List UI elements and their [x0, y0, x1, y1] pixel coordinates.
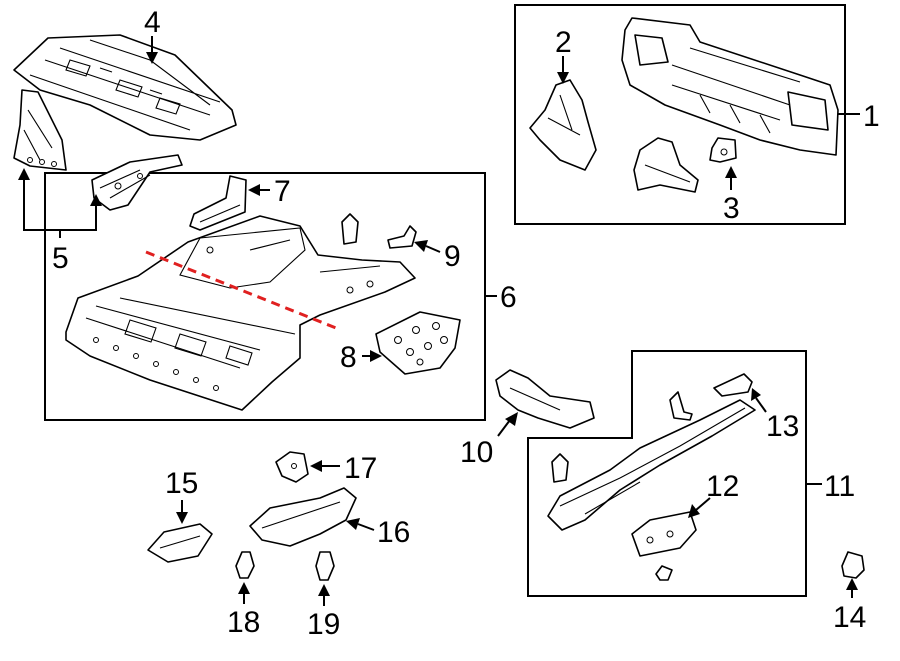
callout-5: 5 — [52, 242, 69, 275]
rear-rail-extension — [495, 369, 595, 429]
group-box-11 — [527, 350, 807, 597]
corner-bracket — [841, 551, 865, 579]
rear-floor-pan — [65, 215, 416, 411]
callout-16: 16 — [377, 516, 410, 549]
callout-18: 18 — [227, 606, 260, 639]
cut-line — [145, 250, 337, 330]
callout-8: 8 — [340, 341, 357, 374]
floor-crossmember-plate — [375, 311, 461, 375]
callout-12: 12 — [706, 470, 739, 503]
floor-brace-left — [147, 523, 213, 563]
rear-frame-rail — [547, 373, 756, 581]
callout-1: 1 — [863, 100, 880, 133]
panel-brace — [633, 137, 699, 193]
callout-19: 19 — [307, 608, 340, 641]
callout-6: 6 — [500, 281, 517, 314]
callout-3: 3 — [723, 192, 740, 225]
leader-lines — [18, 36, 860, 606]
floor-brace-right — [249, 487, 357, 547]
bolt-right — [315, 551, 335, 581]
callout-10: 10 — [460, 436, 493, 469]
callout-15: 15 — [165, 467, 198, 500]
callout-17: 17 — [344, 452, 377, 485]
callout-4: 4 — [144, 6, 161, 39]
panel-reinforcement — [529, 79, 597, 171]
callout-7: 7 — [274, 175, 291, 208]
callout-13: 13 — [766, 410, 799, 443]
callout-11: 11 — [824, 470, 855, 503]
floor-bracket-small — [341, 213, 359, 245]
rear-body-panel — [621, 17, 839, 156]
bolt-left — [235, 551, 255, 579]
shelf-brackets — [13, 89, 183, 211]
small-gusset — [275, 451, 309, 483]
floor-hook-bracket — [387, 225, 417, 249]
floor-side-panel — [189, 175, 247, 231]
rear-shelf-panel — [13, 34, 237, 141]
callout-9: 9 — [444, 240, 461, 273]
small-clip — [709, 137, 737, 163]
callout-14: 14 — [833, 601, 866, 634]
callout-2: 2 — [555, 26, 572, 59]
